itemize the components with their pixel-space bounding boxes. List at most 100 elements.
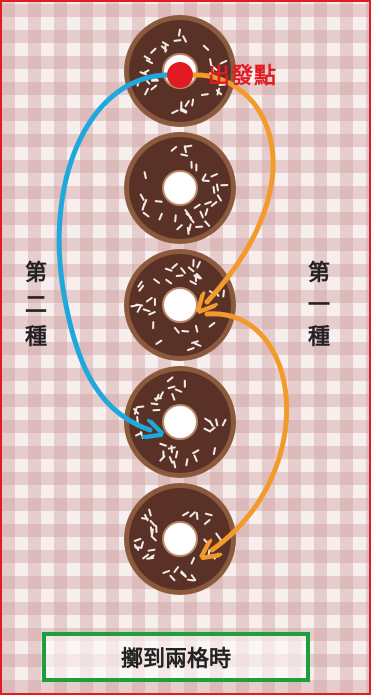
sprinkle [201, 179, 210, 183]
sprinkle [155, 339, 163, 345]
sprinkle [191, 340, 199, 344]
sprinkle [216, 194, 222, 202]
sprinkle [182, 511, 190, 517]
donut-hole [162, 404, 198, 440]
sprinkle [136, 405, 145, 409]
sprinkle [193, 203, 201, 209]
route-two-label: 第 二 種 [24, 261, 47, 350]
sprinkle [204, 512, 213, 517]
sprinkle [133, 537, 142, 542]
sprinkle [195, 511, 199, 520]
sprinkle [188, 216, 195, 224]
sprinkle [177, 28, 181, 37]
sprinkle [191, 98, 195, 107]
sprinkle [162, 450, 165, 459]
sprinkle [150, 79, 159, 82]
sprinkle [176, 224, 183, 231]
sprinkle [210, 173, 219, 178]
sprinkle [200, 93, 209, 96]
sprinkle [171, 263, 178, 270]
sprinkle [199, 210, 204, 219]
sprinkle [184, 209, 190, 216]
sprinkle [142, 211, 150, 218]
donut-5 [124, 483, 236, 595]
sprinkle [195, 272, 202, 280]
sprinkle [150, 84, 158, 91]
sprinkle [180, 153, 189, 157]
sprinkle [167, 385, 176, 390]
start-label: 出發點 [208, 64, 278, 89]
sprinkle [150, 535, 157, 542]
sprinkle [140, 517, 149, 521]
sprinkle [195, 225, 204, 228]
sprinkle [208, 426, 216, 433]
sprinkle [183, 145, 187, 154]
sprinkle [174, 214, 177, 223]
sprinkle [188, 223, 192, 232]
sprinkle [133, 407, 138, 415]
sprinkle [180, 267, 186, 274]
sprinkle [171, 393, 176, 401]
sprinkle [196, 261, 201, 269]
sprinkle [136, 305, 142, 313]
sprinkle [173, 39, 182, 42]
sprinkle [162, 569, 171, 574]
sprinkle [155, 393, 160, 402]
sprinkle [150, 402, 159, 406]
sprinkle [152, 321, 155, 330]
sprinkle [153, 278, 160, 284]
sprinkle [180, 570, 187, 577]
sprinkle [192, 258, 195, 267]
sprinkle [215, 89, 223, 96]
sprinkle [138, 284, 145, 292]
caption-box: 擲到兩格時 [42, 632, 310, 682]
route-two-arrow [56, 72, 170, 430]
sprinkle [161, 41, 170, 47]
donut-hole [162, 521, 198, 557]
sprinkle [139, 193, 145, 201]
sprinkle [184, 100, 190, 108]
sprinkle [189, 511, 196, 518]
sprinkle [212, 185, 216, 194]
sprinkle [187, 266, 195, 273]
sprinkle [144, 87, 149, 96]
sprinkle [152, 408, 161, 412]
sprinkle [170, 145, 178, 152]
sprinkle [142, 553, 150, 560]
sprinkle [143, 171, 147, 180]
sprinkle [192, 449, 200, 455]
sprinkle [219, 59, 228, 65]
sprinkle [221, 418, 227, 427]
sprinkle [193, 274, 201, 280]
sprinkle [190, 160, 193, 169]
sprinkle [175, 274, 184, 277]
donut-3 [124, 249, 236, 361]
sprinkle [145, 59, 154, 65]
sprinkle [150, 528, 154, 537]
sprinkle [202, 44, 210, 51]
sprinkle [190, 557, 196, 565]
sprinkle [169, 574, 176, 582]
sprinkle [159, 442, 167, 447]
sprinkle [142, 308, 151, 313]
sprinkle [173, 566, 180, 573]
sprinkle [153, 297, 156, 306]
sprinkle [210, 64, 218, 71]
sprinkle [146, 557, 155, 560]
sprinkle [194, 324, 199, 333]
sprinkle [164, 267, 173, 272]
sprinkle [142, 199, 148, 207]
sprinkle [154, 200, 163, 203]
sprinkle [187, 347, 195, 352]
sprinkle [174, 388, 183, 393]
sprinkle [208, 419, 214, 427]
sprinkle [155, 525, 158, 534]
sprinkle [181, 329, 190, 333]
sprinkle [204, 208, 209, 216]
sprinkle [184, 144, 193, 148]
sprinkle [142, 69, 150, 75]
sprinkle [195, 163, 198, 172]
sprinkle [210, 201, 218, 207]
sprinkle [149, 519, 156, 527]
sprinkle [193, 342, 202, 347]
